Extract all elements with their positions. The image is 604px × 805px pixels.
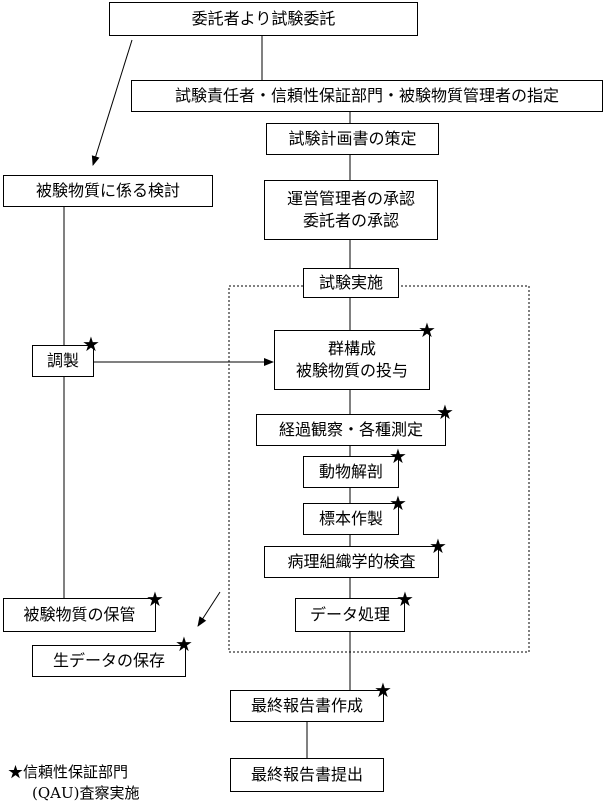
node-plan-label: 試験計画書の策定	[288, 129, 417, 148]
node-storage: 被験物質の保管	[3, 598, 156, 632]
node-preparation: 調製	[32, 345, 94, 377]
qau-star-histopath: ★	[429, 534, 447, 558]
arrow-to-raw-data	[197, 591, 221, 627]
node-report: 最終報告書作成	[230, 690, 384, 722]
qau-star-grouping: ★	[418, 318, 436, 342]
node-submit-label: 最終報告書提出	[250, 765, 363, 784]
node-data-label: データ処理	[309, 605, 390, 624]
legend-text-2: (QAU)査察実施	[32, 784, 140, 802]
node-histopath-label: 病理組織学的検査	[287, 552, 416, 571]
node-report-label: 最終報告書作成	[250, 696, 363, 715]
legend-text-1: 信頼性保証部門	[23, 763, 129, 781]
qau-star-necropsy: ★	[389, 444, 407, 468]
node-study-start: 試験実施	[303, 268, 399, 298]
node-raw-data-label: 生データの保存	[52, 651, 165, 670]
node-plan: 試験計画書の策定	[266, 123, 439, 155]
node-request: 委託者より試験委託	[109, 2, 418, 36]
node-substance-review-label: 被験物質に係る検討	[35, 181, 180, 200]
qau-star-specimen: ★	[389, 491, 407, 515]
node-specimen: 標本作製	[303, 503, 399, 535]
node-designation-label: 試験責任者・信頼性保証部門・被験物質管理者の指定	[174, 86, 559, 105]
node-grouping-label-1: 群構成	[327, 339, 376, 358]
node-approval-label-2: 委託者の承認	[302, 211, 399, 230]
node-request-label: 委託者より試験委託	[191, 9, 336, 28]
node-approval-label-1: 運営管理者の承認	[286, 189, 415, 208]
node-observation: 経過観察・各種測定	[256, 414, 446, 446]
qau-star-preparation: ★	[82, 332, 100, 356]
qau-star-raw-data: ★	[175, 632, 193, 656]
node-necropsy: 動物解剖	[303, 456, 399, 488]
qau-star-data: ★	[396, 587, 414, 611]
legend: ★信頼性保証部門 (QAU)査察実施	[8, 762, 139, 804]
node-substance-review: 被験物質に係る検討	[3, 175, 213, 207]
node-storage-label: 被験物質の保管	[23, 605, 136, 624]
legend-line-1: ★信頼性保証部門	[8, 762, 139, 783]
node-specimen-label: 標本作製	[318, 509, 383, 528]
node-study-start-label: 試験実施	[318, 273, 383, 292]
node-approval: 運営管理者の承認 委託者の承認	[264, 180, 438, 240]
legend-star-icon: ★	[8, 763, 24, 781]
node-necropsy-label: 動物解剖	[318, 462, 383, 481]
node-grouping: 群構成 被験物質の投与	[274, 330, 430, 390]
node-designation: 試験責任者・信頼性保証部門・被験物質管理者の指定	[131, 80, 603, 112]
qau-star-storage: ★	[146, 587, 164, 611]
node-submit: 最終報告書提出	[230, 758, 384, 792]
node-preparation-label: 調製	[46, 351, 79, 370]
arrow-request-to-review	[91, 39, 133, 166]
node-histopath: 病理組織学的検査	[264, 546, 439, 578]
node-data: データ処理	[295, 598, 405, 632]
node-observation-label: 経過観察・各種測定	[278, 420, 423, 439]
qau-star-observation: ★	[436, 400, 454, 424]
node-raw-data: 生データの保存	[32, 645, 186, 677]
qau-star-report: ★	[374, 678, 392, 702]
node-grouping-label-2: 被験物質の投与	[295, 361, 408, 380]
